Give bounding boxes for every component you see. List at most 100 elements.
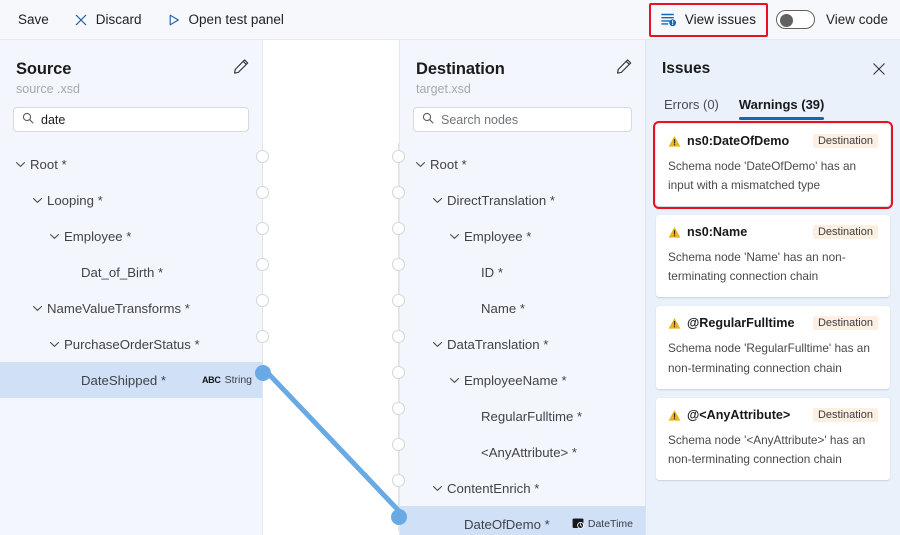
tree-node[interactable]: Name * xyxy=(400,290,645,326)
chevron-down-icon[interactable] xyxy=(31,302,44,315)
issue-scope-badge: Destination xyxy=(812,134,878,148)
open-test-panel-button[interactable]: Open test panel xyxy=(156,4,294,36)
tree-node[interactable]: ContentEnrich * xyxy=(400,470,645,506)
connector-handle[interactable] xyxy=(392,150,405,163)
tree-node[interactable]: DirectTranslation * xyxy=(400,182,645,218)
tree-node[interactable]: DateOfDemo *DateTime xyxy=(400,506,645,535)
destination-search-input[interactable]: Search nodes xyxy=(413,107,632,132)
tree-node[interactable]: RegularFulltime * xyxy=(400,398,645,434)
connector-handle[interactable] xyxy=(256,330,269,343)
chevron-down-icon[interactable] xyxy=(48,338,61,351)
connector-handle[interactable] xyxy=(392,330,405,343)
connector-handle[interactable] xyxy=(256,222,269,235)
mapping-canvas[interactable]: Source source .xsd date Root *Looping *E… xyxy=(0,40,645,535)
tree-node-label: ID * xyxy=(481,264,503,280)
source-search-input[interactable]: date xyxy=(13,107,249,132)
tree-node[interactable]: Employee * xyxy=(400,218,645,254)
tree-node[interactable]: Root * xyxy=(0,146,262,182)
issue-description: Schema node 'DateOfDemo' has an input wi… xyxy=(668,159,857,193)
destination-panel-header: Destination target.xsd xyxy=(400,40,645,96)
connector-handle[interactable] xyxy=(256,258,269,271)
tree-node-label: PurchaseOrderStatus * xyxy=(64,336,200,352)
source-tree: Root * Looping * Employee * Dat_of_Birth * N… xyxy=(0,146,262,398)
pencil-icon[interactable] xyxy=(616,58,633,80)
datetime-icon xyxy=(572,517,584,532)
warning-triangle-icon xyxy=(668,226,681,244)
issue-node-name: @RegularFulltime xyxy=(687,316,795,331)
tree-node[interactable]: Employee * xyxy=(0,218,262,254)
play-triangle-icon xyxy=(166,12,182,28)
tree-node-label: Root * xyxy=(30,156,67,172)
tree-node[interactable]: EmployeeName * xyxy=(400,362,645,398)
abc-string-icon: ABC xyxy=(201,375,221,385)
tree-node[interactable]: Dat_of_Birth * xyxy=(0,254,262,290)
search-icon xyxy=(22,111,34,129)
source-title: Source xyxy=(16,60,72,78)
issue-scope-badge: Destination xyxy=(812,316,878,331)
connector-handle[interactable] xyxy=(392,222,405,235)
view-code-toggle[interactable] xyxy=(775,10,815,29)
chevron-down-icon[interactable] xyxy=(31,194,44,207)
discard-button[interactable]: Discard xyxy=(63,4,152,36)
tab-warnings[interactable]: Warnings (39) xyxy=(738,97,825,120)
tree-node[interactable]: NameValueTransforms * xyxy=(0,290,262,326)
issue-description: Schema node 'Name' has an non-terminatin… xyxy=(668,250,846,284)
connector-handle[interactable] xyxy=(392,366,405,379)
connector-handle[interactable] xyxy=(392,294,405,307)
tree-node[interactable]: DataTranslation * xyxy=(400,326,645,362)
issue-header-row: @<AnyAttribute>Destination xyxy=(668,407,878,427)
tree-node-label: DirectTranslation * xyxy=(447,192,555,208)
view-issues-button[interactable]: View issues xyxy=(652,6,765,34)
close-icon[interactable] xyxy=(870,60,888,83)
connector-handle[interactable] xyxy=(392,258,405,271)
tree-node[interactable]: <AnyAttribute> * xyxy=(400,434,645,470)
connector-handle[interactable] xyxy=(392,402,405,415)
chevron-down-icon[interactable] xyxy=(448,374,461,387)
connector-handle-connected[interactable] xyxy=(391,509,407,525)
tree-node[interactable]: PurchaseOrderStatus * xyxy=(0,326,262,362)
search-icon xyxy=(422,111,434,129)
connection-line[interactable] xyxy=(261,366,402,514)
tree-node[interactable]: Looping * xyxy=(0,182,262,218)
connector-handle[interactable] xyxy=(256,294,269,307)
issue-description: Schema node '<AnyAttribute>' has an non-… xyxy=(668,432,866,466)
connector-handle[interactable] xyxy=(256,186,269,199)
destination-search-placeholder: Search nodes xyxy=(441,112,519,127)
tree-node-label: <AnyAttribute> * xyxy=(481,444,578,460)
chevron-down-icon[interactable] xyxy=(431,338,444,351)
tab-errors[interactable]: Errors (0) xyxy=(664,97,719,112)
chevron-down-icon[interactable] xyxy=(414,158,427,171)
tree-node-label: Looping * xyxy=(47,192,103,208)
connector-handle[interactable] xyxy=(256,150,269,163)
save-button[interactable]: Save xyxy=(8,4,59,36)
view-code-label: View code xyxy=(825,12,888,27)
tree-node[interactable]: ID * xyxy=(400,254,645,290)
pencil-icon[interactable] xyxy=(233,58,250,80)
chevron-down-icon[interactable] xyxy=(48,230,61,243)
tree-node[interactable]: Root * xyxy=(400,146,645,182)
warning-triangle-icon xyxy=(668,409,681,427)
node-type-label: String xyxy=(224,374,252,386)
connector-handle-connected[interactable] xyxy=(255,365,271,381)
chevron-down-icon[interactable] xyxy=(448,230,461,243)
connector-handle[interactable] xyxy=(392,474,405,487)
connector-handle[interactable] xyxy=(392,186,405,199)
chevron-down-icon[interactable] xyxy=(431,482,444,495)
issue-description: Schema node 'RegularFulltime' has an non… xyxy=(668,341,870,375)
view-code-control: View code xyxy=(775,10,888,29)
tree-node-label: Dat_of_Birth * xyxy=(81,264,164,280)
node-type-label: DateTime xyxy=(587,518,633,530)
connector-handle[interactable] xyxy=(392,438,405,451)
chevron-down-icon[interactable] xyxy=(14,158,27,171)
chevron-down-icon[interactable] xyxy=(431,194,444,207)
